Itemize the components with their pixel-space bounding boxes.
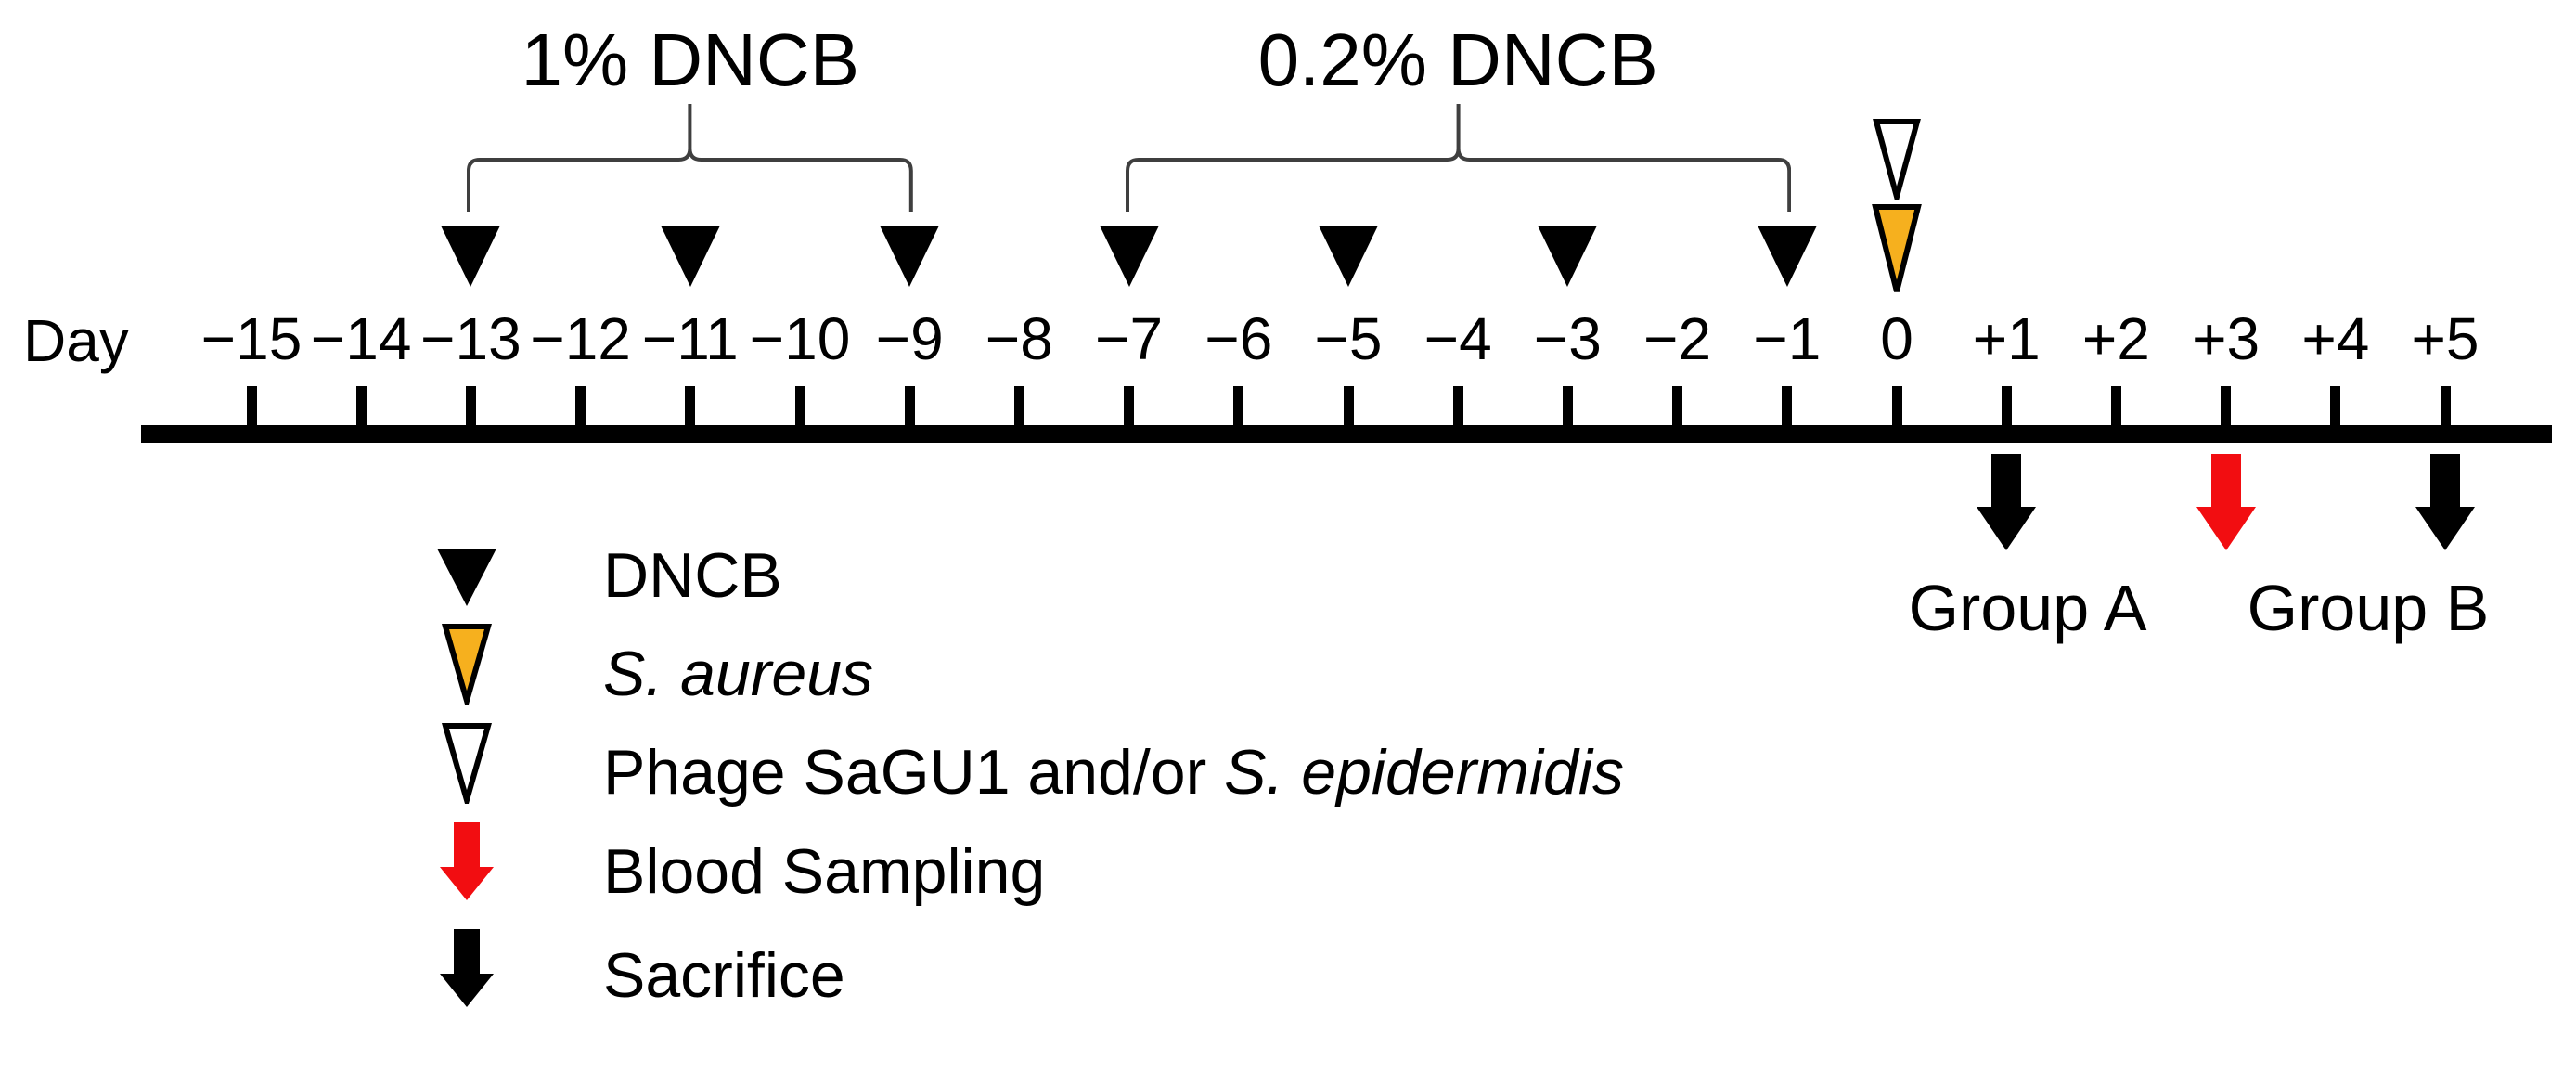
day-label--10: −10	[749, 305, 851, 372]
legend-label-0: DNCB	[603, 544, 782, 607]
dncb-triangle-day--7	[1099, 226, 1159, 287]
tick-day--14	[355, 386, 367, 426]
day-label--4: −4	[1423, 305, 1492, 372]
legend-label-3: Blood Sampling	[603, 840, 1045, 903]
phage-triangle-marker	[1873, 119, 1921, 200]
day-label-3: +3	[2192, 305, 2260, 372]
day-label--1: −1	[1753, 305, 1822, 372]
dncb-triangle-day--1	[1757, 226, 1817, 287]
tick-day--5	[1343, 386, 1354, 426]
s-aureus-triangle-marker	[1872, 204, 1922, 292]
day-label--7: −7	[1095, 305, 1164, 372]
group-label-a: Group A	[1908, 572, 2147, 644]
day-label--5: −5	[1314, 305, 1383, 372]
day-label--2: −2	[1643, 305, 1712, 372]
day-label--13: −13	[420, 305, 522, 372]
phase-label-1: 0.2% DNCB	[1257, 19, 1658, 101]
tick-day--6	[1233, 386, 1244, 426]
tick-day--12	[575, 386, 586, 426]
tick-day-4	[2330, 386, 2341, 426]
legend-label-part: S. epidermidis	[1224, 737, 1624, 808]
day-label-0: 0	[1880, 305, 1913, 372]
sacrifice-arrow-day-1	[1977, 454, 2037, 550]
dncb-triangle-icon	[437, 549, 496, 606]
legend-label-part: S. aureus	[603, 639, 874, 709]
day-label-4: +4	[2301, 305, 2370, 372]
tick-day--15	[246, 386, 257, 426]
legend-label-part: Sacrifice	[603, 940, 845, 1011]
day-label--3: −3	[1533, 305, 1602, 372]
tick-day-2	[2110, 386, 2121, 426]
tick-day--7	[1124, 386, 1135, 426]
day-label-5: +5	[2411, 305, 2479, 372]
tick-day--10	[794, 386, 805, 426]
dncb-triangle-day--3	[1538, 226, 1598, 287]
day-axis-label: Day	[23, 307, 129, 374]
day-label--12: −12	[530, 305, 631, 372]
group-label-b: Group B	[2247, 572, 2490, 644]
day-label--15: −15	[200, 305, 303, 372]
sacrifice-arrow-icon	[440, 929, 494, 1007]
tick-day-5	[2440, 386, 2451, 426]
dncb-triangle-day--9	[880, 226, 940, 287]
legend-label-part: Phage SaGU1 and/or	[603, 737, 1225, 808]
day-label-2: +2	[2081, 305, 2150, 372]
tick-day--11	[685, 386, 696, 426]
tick-day-3	[2221, 386, 2232, 426]
tick-day-1	[2001, 386, 2012, 426]
tick-day--8	[1013, 386, 1024, 426]
phase-label-0: 1% DNCB	[521, 19, 860, 101]
tick-day--1	[1782, 386, 1793, 426]
blood-sampling-arrow-day-3	[2196, 454, 2256, 550]
legend-label-part: DNCB	[603, 540, 782, 611]
timeline-bar	[141, 425, 2552, 443]
dncb-triangle-day--5	[1319, 226, 1378, 287]
phage-triangle-icon	[442, 723, 492, 804]
dncb-triangle-day--13	[441, 226, 501, 287]
legend-label-part: Blood Sampling	[603, 836, 1046, 907]
phase-bracket-0	[467, 104, 914, 212]
sacrifice-arrow-day-5	[2415, 454, 2475, 550]
legend-label-4: Sacrifice	[603, 944, 845, 1007]
tick-day--4	[1452, 386, 1463, 426]
legend-label-1: S. aureus	[603, 642, 873, 705]
day-label--14: −14	[310, 305, 412, 372]
day-label--8: −8	[985, 305, 1053, 372]
s-aureus-triangle-icon	[442, 624, 492, 705]
day-label--9: −9	[875, 305, 944, 372]
tick-day--9	[904, 386, 915, 426]
day-label--11: −11	[641, 305, 739, 372]
legend-label-2: Phage SaGU1 and/or S. epidermidis	[603, 741, 1624, 804]
phase-bracket-1	[1125, 104, 1791, 212]
day-label-1: +1	[1972, 305, 2041, 372]
blood-sampling-arrow-icon	[440, 822, 494, 900]
tick-day--3	[1562, 386, 1573, 426]
tick-day-0	[1891, 386, 1902, 426]
tick-day--13	[465, 386, 476, 426]
dncb-triangle-day--11	[660, 226, 720, 287]
day-label--6: −6	[1204, 305, 1273, 372]
tick-day--2	[1672, 386, 1683, 426]
